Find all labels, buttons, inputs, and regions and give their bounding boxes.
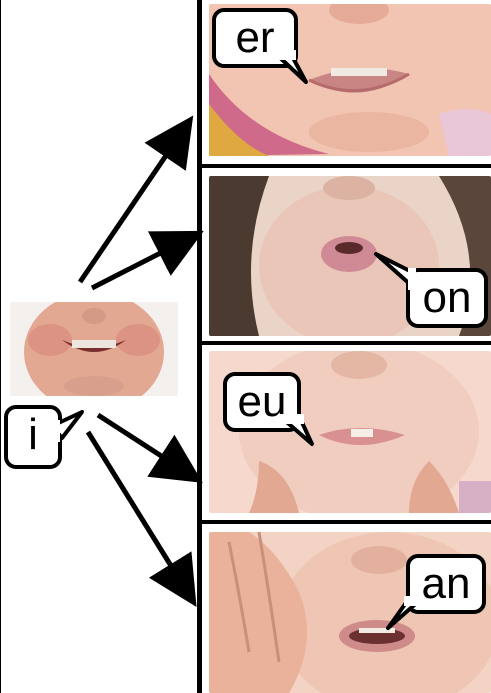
arrow-to-er [80,132,182,282]
arrow-to-eu [98,415,186,472]
arrow-to-an [88,432,186,590]
